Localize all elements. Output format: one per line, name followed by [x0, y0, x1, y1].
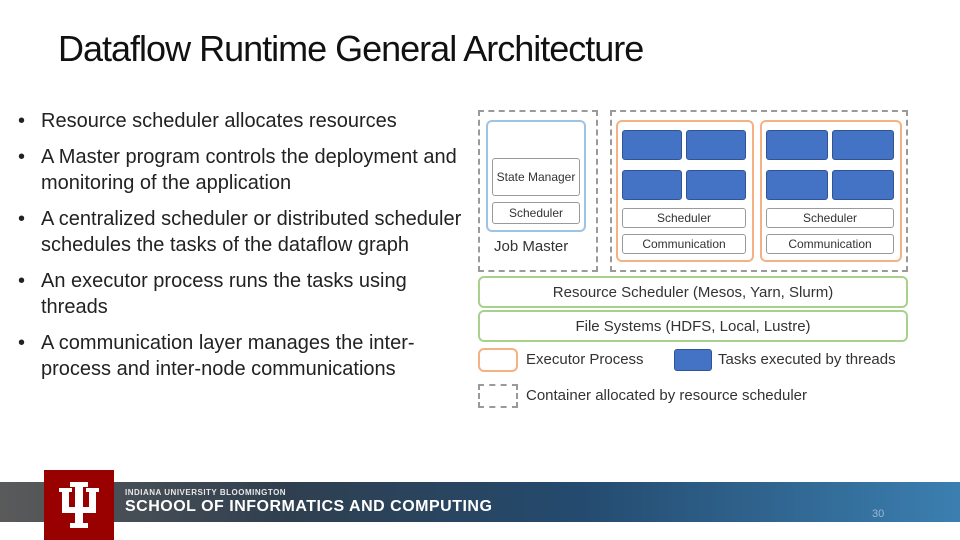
iu-trident-logo-icon: [44, 470, 114, 540]
footer-banner: [0, 482, 960, 522]
bullet-item: •A centralized scheduler or distributed …: [18, 208, 462, 256]
footer-university-name: INDIANA UNIVERSITY BLOOMINGTON: [125, 488, 287, 497]
task-block: [686, 170, 746, 200]
bullet-dot-icon: •: [18, 332, 26, 354]
task-block: [766, 130, 828, 160]
task-block: [686, 130, 746, 160]
executors-container: [610, 110, 908, 272]
resource-scheduler-layer: Resource Scheduler (Mesos, Yarn, Slurm): [478, 276, 908, 308]
bullet-item: •An executor process runs the tasks usin…: [18, 270, 407, 318]
bullet-list: •Resource scheduler allocates resources …: [18, 108, 473, 392]
page-number: 30: [872, 508, 885, 520]
bullet-item: •A Master program controls the deploymen…: [18, 146, 457, 194]
bullet-dot-icon: •: [18, 110, 26, 132]
architecture-diagram: State Manager Scheduler Job Master Sched…: [474, 106, 914, 416]
legend-task-label: Tasks executed by threads: [718, 351, 896, 368]
job-master-label: Job Master: [494, 238, 569, 255]
state-manager-box: State Manager: [492, 158, 580, 196]
executor-2-communication-box: Communication: [766, 234, 894, 254]
task-block: [832, 170, 894, 200]
executor-2-scheduler-box: Scheduler: [766, 208, 894, 228]
bullet-dot-icon: •: [18, 146, 26, 168]
footer-school-name: SCHOOL OF INFORMATICS AND COMPUTING: [125, 498, 493, 515]
legend-executor-swatch: [478, 348, 518, 372]
bullet-item: •Resource scheduler allocates resources: [18, 110, 397, 132]
job-master-scheduler-box: Scheduler: [492, 202, 580, 224]
slide-title: Dataflow Runtime General Architecture: [58, 28, 644, 69]
job-master-container: [478, 110, 598, 272]
task-block: [622, 130, 682, 160]
executor-1-scheduler-box: Scheduler: [622, 208, 746, 228]
task-block: [832, 130, 894, 160]
task-block: [622, 170, 682, 200]
task-block: [766, 170, 828, 200]
legend-container-swatch: [478, 384, 518, 408]
legend-container-label: Container allocated by resource schedule…: [526, 387, 807, 404]
file-systems-layer: File Systems (HDFS, Local, Lustre): [478, 310, 908, 342]
bullet-dot-icon: •: [18, 208, 26, 230]
bullet-dot-icon: •: [18, 270, 26, 292]
legend-executor-label: Executor Process: [526, 351, 644, 368]
bullet-item: •A communication layer manages the inter…: [18, 332, 415, 380]
executor-1-communication-box: Communication: [622, 234, 746, 254]
legend-task-swatch: [674, 349, 712, 371]
